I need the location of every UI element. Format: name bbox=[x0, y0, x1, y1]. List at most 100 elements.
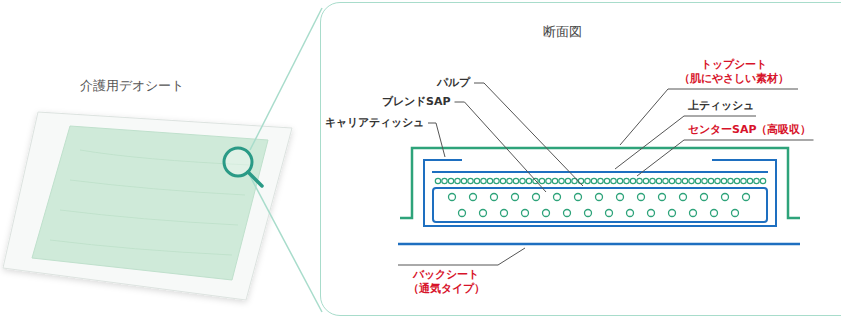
part-label: トップシート （肌にやさしい素材） bbox=[672, 58, 796, 86]
magnifier-handle bbox=[248, 172, 262, 186]
blend-sap-bead bbox=[743, 194, 750, 201]
pad-sheet bbox=[3, 112, 292, 300]
center-sap-bead bbox=[546, 178, 551, 183]
center-sap-bead bbox=[494, 178, 499, 183]
blend-sap-bead bbox=[617, 194, 624, 201]
center-sap-bead bbox=[539, 178, 544, 183]
center-sap-bead bbox=[676, 178, 681, 183]
blend-sap-bead bbox=[638, 194, 645, 201]
center-sap-bead bbox=[526, 178, 531, 183]
center-sap-bead bbox=[669, 178, 674, 183]
center-sap-bead bbox=[656, 178, 661, 183]
part-label: センターSAP（高吸収） bbox=[688, 123, 812, 137]
blend-sap-bead bbox=[491, 194, 498, 201]
center-sap-bead bbox=[643, 178, 648, 183]
center-sap-bead bbox=[585, 178, 590, 183]
center-sap-bead bbox=[487, 178, 492, 183]
center-sap-bead bbox=[578, 178, 583, 183]
center-sap-bead bbox=[604, 178, 609, 183]
center-sap-bead bbox=[591, 178, 596, 183]
part-label: キャリアティッシュ bbox=[325, 116, 424, 130]
blend-sap-bead bbox=[669, 210, 676, 217]
center-sap-bead bbox=[559, 178, 564, 183]
pad-texture bbox=[50, 150, 250, 255]
blend-sap-bead bbox=[732, 210, 739, 217]
center-sap-bead bbox=[702, 178, 707, 183]
center-sap-bead bbox=[598, 178, 603, 183]
pulp-core bbox=[433, 188, 767, 222]
blend-sap-bead bbox=[596, 194, 603, 201]
center-sap-bead bbox=[689, 178, 694, 183]
zoom-ray bbox=[250, 8, 322, 150]
blend-sap-bead bbox=[575, 194, 582, 201]
blend-sap-bead bbox=[470, 194, 477, 201]
blend-sap-bead bbox=[459, 210, 466, 217]
blend-sap-bead bbox=[554, 194, 561, 201]
center-sap-bead bbox=[468, 178, 473, 183]
leader-line bbox=[637, 140, 814, 176]
blend-sap-bead bbox=[501, 210, 508, 217]
blend-sap-bead bbox=[711, 210, 718, 217]
center-sap-bead bbox=[448, 178, 453, 183]
center-sap-bead bbox=[650, 178, 655, 183]
panel-title: 断面図 bbox=[543, 23, 582, 41]
leader-line bbox=[620, 89, 798, 145]
blend-sap-bead bbox=[480, 210, 487, 217]
center-sap-bead bbox=[624, 178, 629, 183]
blend-sap-bead bbox=[522, 210, 529, 217]
center-sap-bead bbox=[455, 178, 460, 183]
center-sap-bead bbox=[474, 178, 479, 183]
center-sap-bead bbox=[520, 178, 525, 183]
part-label: バックシート （通気タイプ） bbox=[400, 268, 492, 296]
blend-sap-bead bbox=[543, 210, 550, 217]
product-name: 介護用デオシート bbox=[80, 79, 184, 93]
section-panel: 断面図 bbox=[320, 2, 841, 316]
leader-line bbox=[474, 83, 583, 186]
upper-tissue bbox=[432, 171, 768, 173]
center-sap-bead bbox=[481, 178, 486, 183]
center-sap-bead bbox=[442, 178, 447, 183]
center-sap-bead bbox=[741, 178, 746, 183]
center-sap-bead bbox=[500, 178, 505, 183]
leader-line bbox=[455, 102, 547, 192]
blend-sap-bead bbox=[606, 210, 613, 217]
blend-sap-bead bbox=[690, 210, 697, 217]
blend-sap-bead bbox=[648, 210, 655, 217]
blend-sap-bead bbox=[701, 194, 708, 201]
carrier-tissue bbox=[424, 160, 776, 226]
blend-sap-bead bbox=[627, 210, 634, 217]
center-sap-bead bbox=[663, 178, 668, 183]
blend-sap-bead bbox=[533, 194, 540, 201]
center-sap-bead bbox=[565, 178, 570, 183]
center-sap-bead bbox=[708, 178, 713, 183]
center-sap-bead bbox=[507, 178, 512, 183]
center-sap-bead bbox=[747, 178, 752, 183]
center-sap-bead bbox=[513, 178, 518, 183]
part-label: パルプ bbox=[437, 76, 470, 90]
center-sap-bead bbox=[728, 178, 733, 183]
center-sap-bead bbox=[617, 178, 622, 183]
blend-sap-bead bbox=[564, 210, 571, 217]
blend-sap-bead bbox=[659, 194, 666, 201]
part-label: 上ティッシュ bbox=[688, 99, 754, 113]
center-sap-bead bbox=[630, 178, 635, 183]
blend-sap-bead bbox=[512, 194, 519, 201]
center-sap-bead bbox=[611, 178, 616, 183]
top-sheet bbox=[400, 148, 800, 218]
center-sap-bead bbox=[754, 178, 759, 183]
center-sap-bead bbox=[760, 178, 765, 183]
pad-core bbox=[32, 126, 268, 280]
center-sap-bead bbox=[435, 178, 440, 183]
center-sap-bead bbox=[715, 178, 720, 183]
blend-sap-bead bbox=[680, 194, 687, 201]
back-sheet bbox=[398, 243, 800, 246]
part-label: ブレンドSAP bbox=[382, 95, 451, 109]
leader-line bbox=[398, 248, 525, 265]
center-sap-bead bbox=[637, 178, 642, 183]
center-sap-bead bbox=[461, 178, 466, 183]
blend-sap-bead bbox=[722, 194, 729, 201]
zoom-ray bbox=[250, 176, 322, 312]
center-sap-bead bbox=[682, 178, 687, 183]
center-sap-bead bbox=[695, 178, 700, 183]
blend-sap-bead bbox=[585, 210, 592, 217]
